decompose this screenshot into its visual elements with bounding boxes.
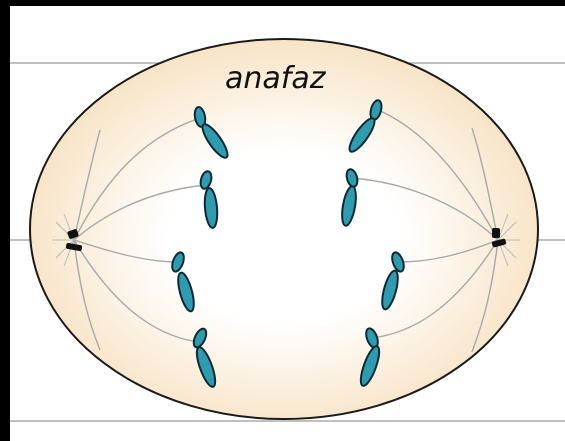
left-border bbox=[0, 0, 10, 441]
diagram-title: anafaz bbox=[225, 61, 327, 96]
cell-membrane bbox=[30, 39, 538, 419]
top-border bbox=[0, 0, 565, 6]
